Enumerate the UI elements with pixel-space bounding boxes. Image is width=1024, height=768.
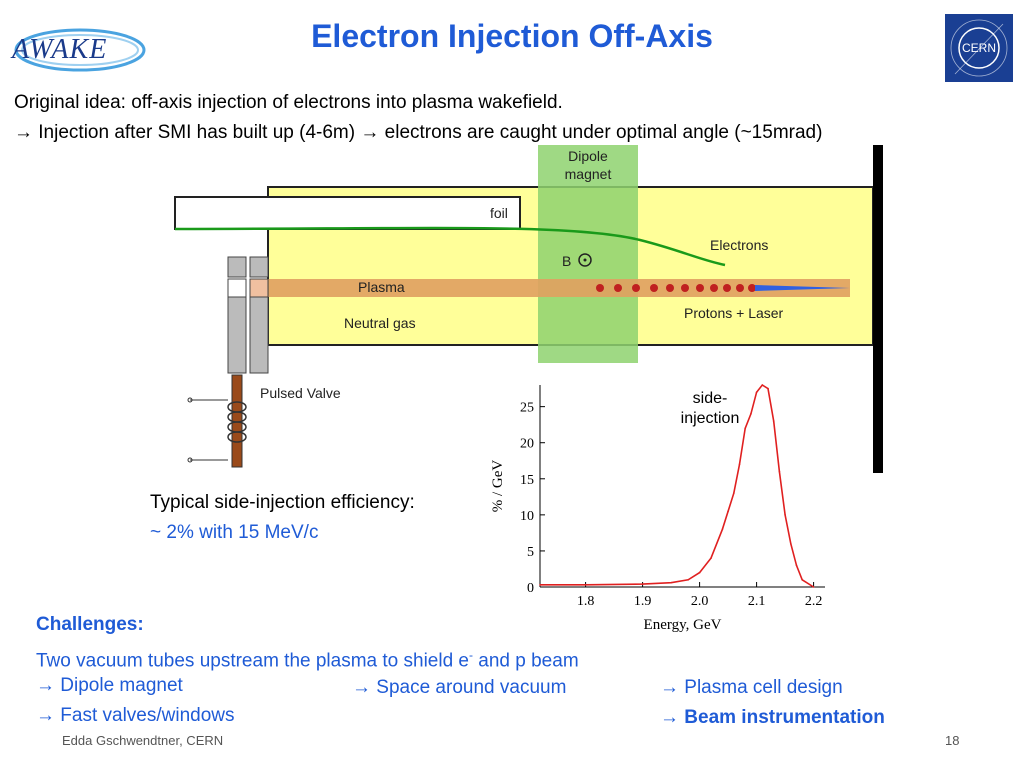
y-axis-label: % / GeV xyxy=(490,460,506,513)
y-tick-label: 5 xyxy=(527,545,534,560)
spectrum-point xyxy=(738,463,741,466)
x-tick-label: 2.2 xyxy=(805,594,823,609)
annotation-line-2: injection xyxy=(681,410,740,427)
y-tick-label: 10 xyxy=(520,509,534,524)
b-label: B xyxy=(562,253,572,269)
spectrum-point xyxy=(641,583,644,585)
challenge-item-dipole: → Dipole magnet xyxy=(36,675,183,696)
foil-label: foil xyxy=(490,205,508,221)
neutral-gas-label: Neutral gas xyxy=(344,315,416,331)
spectrum-point xyxy=(761,384,764,386)
spectrum-point xyxy=(795,564,798,567)
cern-logo-text: CERN xyxy=(961,41,996,55)
x-tick-label: 2.0 xyxy=(691,594,709,609)
y-tick-label: 25 xyxy=(520,401,534,416)
spectrum-point xyxy=(710,557,712,559)
arrow-right-icon: → xyxy=(14,122,33,143)
spectrum-point xyxy=(778,470,781,473)
plasma-channel xyxy=(250,279,850,297)
arrow-right-icon: → xyxy=(660,677,679,698)
electron-vacuum-tube xyxy=(174,196,521,230)
page-title: Electron Injection Off-Axis xyxy=(311,18,713,54)
arrow-right-icon: → xyxy=(360,122,380,143)
arrow-right-icon: → xyxy=(36,705,55,726)
cern-logo-icon xyxy=(950,19,1008,77)
spectrum-point xyxy=(784,514,786,516)
spectrum-point xyxy=(698,571,701,574)
challenge-item-beam-instr: → Beam instrumentation xyxy=(660,707,885,728)
arrow-right-icon: → xyxy=(660,707,679,728)
x-tick-label: 2.1 xyxy=(748,594,766,609)
intro-line-2: → Injection after SMI has built up (4-6m… xyxy=(14,122,823,143)
electrons-label: Electrons xyxy=(710,237,769,253)
spectrum-point xyxy=(539,584,541,586)
electron-trajectory xyxy=(174,226,726,267)
challenges-heading: Challenges: xyxy=(36,614,144,635)
challenge-item-valves: → Fast valves/windows xyxy=(36,705,235,726)
proton-bunches xyxy=(596,284,756,292)
awake-logo-text: AWAKE xyxy=(12,34,108,65)
x-axis-label: Energy, GeV xyxy=(644,617,722,633)
spectrum-point xyxy=(584,584,587,586)
x-tick-label: 1.9 xyxy=(634,594,652,609)
protons-laser-label: Protons + Laser xyxy=(684,305,784,321)
spectrum-point xyxy=(750,413,752,415)
injection-diagram: Dipole magnet foil Electrons B Plasma Ne… xyxy=(170,145,890,475)
awake-logo-swoosh-icon xyxy=(14,28,146,72)
pulsed-valve-label: Pulsed Valve xyxy=(260,385,341,401)
spectrum-point xyxy=(727,510,729,513)
challenges-line-1: Two vacuum tubes upstream the plasma to … xyxy=(36,648,579,672)
challenge-item-space: → Space around vacuum xyxy=(352,677,567,698)
laser-beam xyxy=(755,285,850,291)
challenge-item-plasma-cell: → Plasma cell design xyxy=(660,677,843,698)
efficiency-line-1: Typical side-injection efficiency: xyxy=(150,492,415,513)
injection-diagram-svg xyxy=(174,145,883,473)
spectrum-line xyxy=(540,383,815,588)
arrow-right-icon: → xyxy=(36,675,55,696)
x-tick-label: 1.8 xyxy=(577,594,595,609)
y-tick-label: 20 xyxy=(520,437,534,452)
spectrum-point xyxy=(721,528,724,531)
arrow-right-icon: → xyxy=(352,677,371,698)
y-tick-label: 15 xyxy=(520,473,534,488)
spectrum-point xyxy=(687,578,689,581)
spectrum-point xyxy=(790,542,792,545)
spectrum-point xyxy=(670,581,672,584)
efficiency-line-2: ~ 2% with 15 MeV/c xyxy=(150,522,319,543)
spectrum-point xyxy=(801,578,803,581)
spectrum-point xyxy=(733,492,735,495)
page-number: 18 xyxy=(945,733,960,748)
spectrum-point xyxy=(772,420,775,422)
spectrum-point xyxy=(767,387,769,390)
awake-logo: AWAKE xyxy=(8,20,148,80)
cern-logo: CERN xyxy=(945,14,1013,82)
intro-line-1: Original idea: off-axis injection of ele… xyxy=(14,92,563,113)
y-tick-label: 0 xyxy=(527,581,534,596)
plasma-label: Plasma xyxy=(358,279,405,295)
spectrum-point xyxy=(744,427,746,430)
valve-coil-icon xyxy=(227,401,247,443)
end-wall xyxy=(873,145,883,473)
dipole-label: Dipole magnet xyxy=(564,148,612,182)
footer-author: Edda Gschwendtner, CERN xyxy=(62,733,224,748)
b-field-icon xyxy=(578,253,592,267)
spectrum-point xyxy=(812,586,815,588)
spectrum-point xyxy=(755,391,758,394)
annotation-line-1: side- xyxy=(693,390,728,407)
